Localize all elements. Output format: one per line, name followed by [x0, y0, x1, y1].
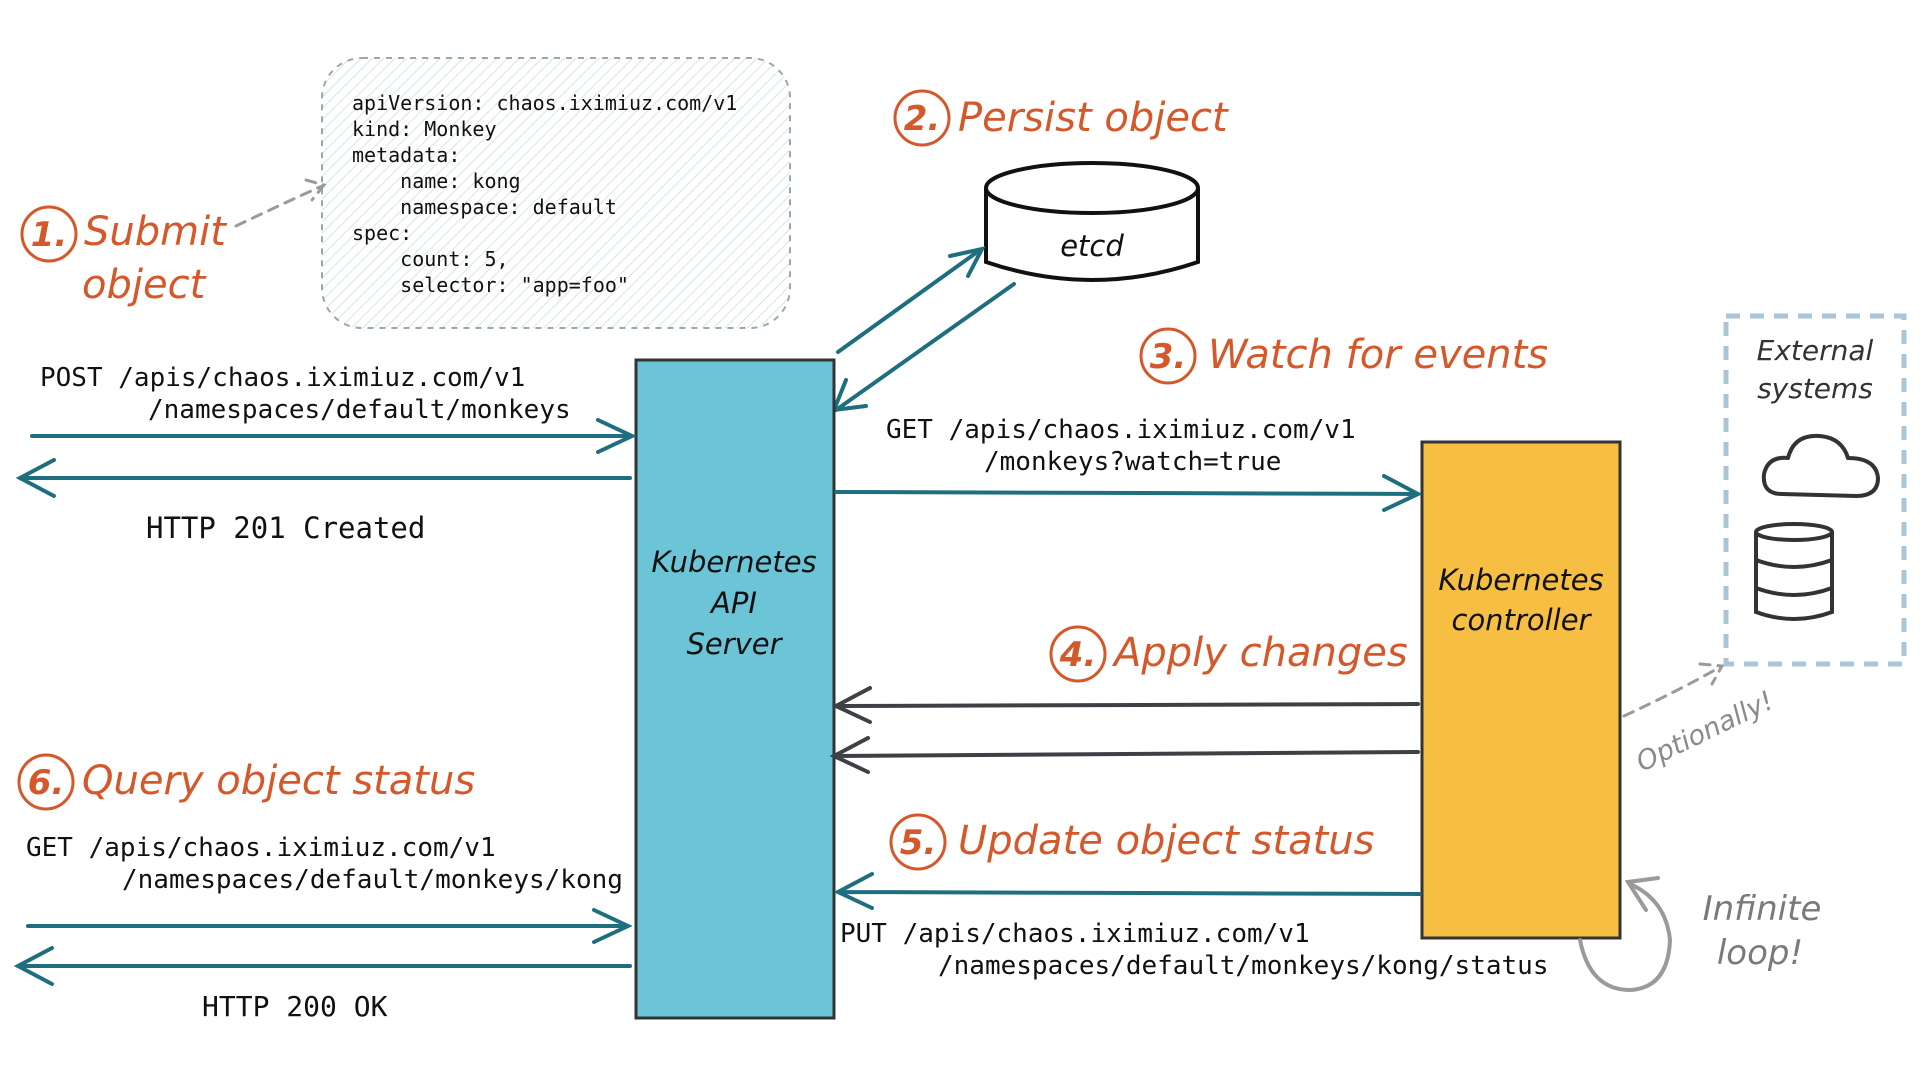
arrow-to-etcd	[836, 246, 986, 354]
database-icon	[1754, 522, 1834, 621]
post-request-line: POST /apis/chaos.iximiuz.com/v1	[40, 363, 525, 393]
created-response: HTTP 201 Created	[146, 511, 425, 545]
step-number: 6.	[28, 763, 65, 803]
step-label: object	[82, 262, 207, 308]
get-arrow	[26, 908, 633, 944]
controller-box: Kubernetes controller	[1420, 440, 1622, 940]
arrow-from-etcd	[830, 282, 1016, 413]
step-4-apply-changes: 4. Apply changes	[829, 625, 1420, 774]
post-request: POST /apis/chaos.iximiuz.com/v1 /namespa…	[15, 363, 637, 545]
optional-connection: Optionally!	[1622, 662, 1779, 778]
optionally-note: Optionally!	[1631, 685, 1778, 778]
yaml-line: spec:	[352, 221, 412, 245]
step-label: Apply changes	[1111, 630, 1408, 676]
step-number-circle	[17, 753, 75, 811]
step-number-circle	[1049, 625, 1107, 683]
step-number-circle	[1139, 327, 1197, 385]
step-6-query-object-status: 6. Query object status GET /apis/chaos.i…	[13, 753, 633, 1023]
cloud-icon	[1761, 433, 1880, 498]
yaml-line: kind: Monkey	[352, 117, 497, 141]
step-label: Submit	[84, 209, 227, 255]
dashed-arrow	[234, 178, 327, 228]
step-label: Persist object	[958, 95, 1229, 141]
step-number: 5.	[900, 823, 937, 863]
controller-label: controller	[1452, 603, 1593, 637]
infinite-loop-label: loop!	[1717, 933, 1803, 973]
yaml-line: metadata:	[352, 143, 460, 167]
yaml-line: namespace: default	[352, 195, 617, 219]
update-arrow	[833, 872, 1422, 910]
yaml-line: count: 5,	[352, 247, 509, 271]
loop-arrow-icon	[1578, 876, 1673, 993]
ok-arrow	[13, 946, 632, 986]
yaml-line: name: kong	[352, 169, 521, 193]
step-1-submit-object: 1. Submit object	[20, 178, 327, 308]
infinite-loop-label: Infinite	[1703, 889, 1822, 929]
etcd-label: etcd	[1060, 229, 1124, 263]
get-request-line: /namespaces/default/monkeys/kong	[122, 865, 623, 895]
apply-arrow	[831, 686, 1420, 724]
infinite-loop: Infinite loop!	[1578, 876, 1822, 993]
step-label: Update object status	[958, 818, 1374, 864]
api-server-box: Kubernetes API Server	[634, 358, 836, 1020]
etcd-arrows	[830, 246, 1016, 413]
controller-label: Kubernetes	[1438, 563, 1603, 597]
step-2-persist-object: 2. Persist object	[893, 89, 1229, 147]
ok-response: HTTP 200 OK	[202, 990, 388, 1023]
api-server-label: API	[709, 586, 757, 620]
step-number: 4.	[1059, 635, 1097, 675]
step-number-circle	[20, 205, 78, 263]
step-number: 3.	[1150, 337, 1187, 377]
dashed-arrow	[1622, 662, 1725, 718]
get-request-line: GET /apis/chaos.iximiuz.com/v1	[26, 833, 496, 863]
step-label: Watch for events	[1208, 332, 1548, 378]
apply-arrow	[829, 736, 1420, 774]
watch-arrow	[834, 474, 1423, 512]
yaml-object-card: apiVersion: chaos.iximiuz.com/v1 kind: M…	[321, 57, 791, 329]
step-5-update-object-status: 5. Update object status PUT /apis/chaos.…	[833, 813, 1548, 981]
step-label: Query object status	[82, 758, 475, 804]
created-arrow	[15, 458, 632, 498]
step-number: 2.	[904, 99, 941, 139]
external-systems: External systems	[1723, 313, 1907, 667]
external-systems-label: systems	[1757, 372, 1873, 405]
yaml-line: apiVersion: chaos.iximiuz.com/v1	[352, 91, 737, 115]
step-number-circle	[889, 813, 947, 871]
watch-request-line: /monkeys?watch=true	[984, 447, 1281, 477]
step-number: 1.	[31, 215, 68, 255]
put-request-line: PUT /apis/chaos.iximiuz.com/v1	[840, 919, 1310, 949]
api-server-label: Kubernetes	[651, 545, 816, 579]
step-3-watch-for-events: 3. Watch for events GET /apis/chaos.ixim…	[834, 327, 1548, 512]
external-systems-label: External	[1757, 334, 1874, 367]
post-request-line: /namespaces/default/monkeys	[148, 395, 571, 425]
step-number-circle	[893, 89, 951, 147]
etcd-database: etcd	[984, 161, 1200, 282]
yaml-line: selector: "app=foo"	[352, 273, 629, 297]
api-server-label: Server	[686, 627, 783, 661]
put-request-line: /namespaces/default/monkeys/kong/status	[938, 951, 1548, 981]
post-arrow	[30, 418, 637, 454]
watch-request-line: GET /apis/chaos.iximiuz.com/v1	[886, 415, 1356, 445]
